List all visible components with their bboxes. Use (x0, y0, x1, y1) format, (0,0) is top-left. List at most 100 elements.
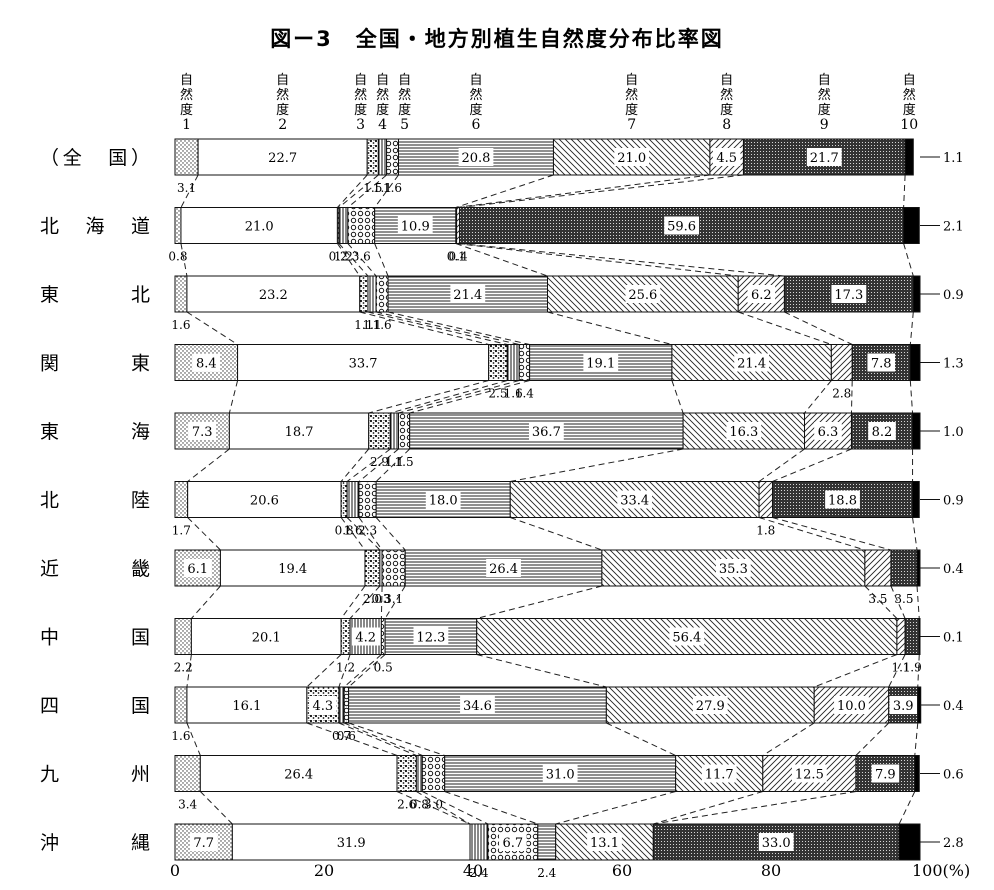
value-label: 1.1 (363, 318, 382, 332)
bar-segment (909, 344, 921, 381)
value-label-box (734, 353, 770, 372)
value-label: 26.4 (489, 562, 518, 577)
value-label: 21.4 (453, 288, 482, 303)
value-label-box (758, 833, 794, 851)
x-tick-label: 100(%) (912, 861, 970, 880)
bar-segment (340, 618, 351, 655)
connector-line (547, 311, 673, 345)
value-label: 31.9 (337, 836, 366, 851)
value-label: 31.0 (546, 768, 575, 783)
connector-line (348, 654, 386, 688)
bar-segment (904, 618, 920, 655)
value-label-box (692, 696, 728, 714)
connector-line (784, 311, 853, 345)
value-label-box (715, 559, 751, 577)
value-label-box (309, 696, 337, 714)
value-label: 2.9 (370, 455, 389, 469)
bar-segment (898, 823, 921, 861)
value-label: 0.8 (335, 524, 354, 538)
value-label: 7.8 (871, 357, 892, 372)
value-label: 0.6 (943, 768, 964, 783)
connector-line (909, 311, 914, 345)
value-label: 2.1 (943, 220, 964, 235)
bar-segment (368, 412, 391, 450)
value-label-box (669, 627, 705, 646)
value-label: 3.1 (177, 181, 196, 195)
value-label: 4.5 (716, 151, 737, 166)
connector-line (864, 585, 898, 619)
class-header-number: 2 (278, 117, 287, 133)
connector-line (772, 517, 892, 551)
bar-segment (364, 549, 381, 587)
connector-line (347, 174, 387, 208)
value-label: 0.9 (943, 288, 964, 303)
value-label: 1.0 (943, 425, 964, 440)
bar-segment (890, 549, 918, 587)
connector-line (459, 174, 744, 208)
bar-segment (389, 412, 399, 450)
bar-segment (762, 755, 857, 792)
bar-segment (174, 138, 199, 176)
value-label: 0.4 (449, 250, 468, 264)
row-label: 北海道 (40, 216, 150, 238)
connector-line (738, 311, 832, 345)
class-header-char: 自 (625, 73, 638, 88)
connector-line (347, 243, 377, 277)
value-label: 1.5 (363, 181, 382, 195)
value-label: 21.0 (245, 220, 274, 235)
bar-segment (375, 275, 389, 313)
connector-line (456, 243, 739, 277)
value-label-box (617, 490, 653, 509)
value-label: 6.7 (503, 836, 524, 851)
bar-segment (918, 618, 921, 655)
value-label: 2.8 (943, 836, 964, 851)
bar-segment (338, 686, 345, 724)
value-label-box (814, 422, 842, 440)
row-label: 東 海 (40, 421, 150, 443)
value-label: 0.9 (943, 494, 964, 509)
value-label-box (345, 353, 381, 372)
connector-line (903, 243, 914, 277)
value-label: 3.6 (352, 250, 371, 264)
class-header-char: 然 (180, 87, 193, 103)
value-label: 4.3 (313, 699, 334, 714)
bar-segment (506, 344, 520, 381)
value-label-box (831, 285, 867, 303)
value-label: 6.3 (818, 425, 839, 440)
class-header-char: 然 (720, 87, 733, 103)
value-label-box (458, 148, 494, 166)
row-label: 近 畿 (40, 558, 150, 580)
value-label: 0.4 (943, 562, 964, 577)
value-label: 1.3 (943, 357, 964, 372)
bar-segment (415, 755, 423, 792)
class-header-char: 度 (354, 102, 367, 118)
bar-segment (174, 686, 188, 724)
value-label: 22.7 (268, 151, 297, 166)
value-label: 0.8 (168, 250, 187, 264)
value-label-box (248, 627, 284, 646)
row-label: 関 東 (40, 353, 150, 375)
connector-line (186, 722, 201, 756)
connector-line (888, 654, 906, 688)
value-label: 2.4 (537, 866, 556, 880)
row-label: 北 陸 (40, 490, 150, 512)
bar-segment (174, 481, 189, 518)
value-label-box (834, 696, 869, 714)
class-header-number: 3 (356, 117, 365, 133)
value-label-box (460, 696, 495, 714)
connector-line (476, 654, 607, 688)
value-label: 56.4 (672, 631, 701, 646)
value-label: 1.6 (344, 524, 363, 538)
x-tick-label: 20 (314, 861, 334, 880)
bar-segment (174, 207, 182, 244)
connector-line (476, 585, 603, 619)
bar-segment (366, 138, 379, 176)
value-label: 3.5 (868, 592, 887, 606)
value-label: 1.8 (756, 524, 775, 538)
